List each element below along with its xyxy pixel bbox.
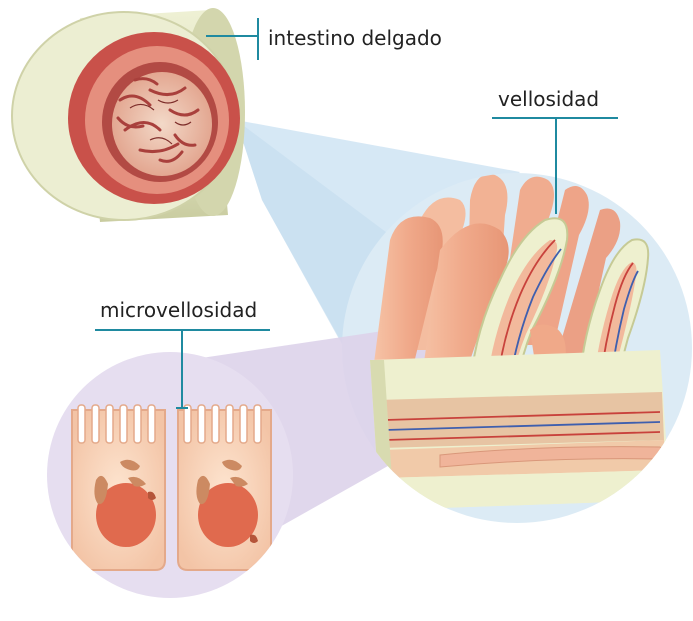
cell-left [72,405,165,570]
cell-right [178,405,271,570]
label-small-intestine: intestino delgado [268,26,442,50]
intestine-tube [12,8,245,222]
label-microvillus: microvellosidad [100,298,257,322]
label-villus: vellosidad [498,87,599,111]
